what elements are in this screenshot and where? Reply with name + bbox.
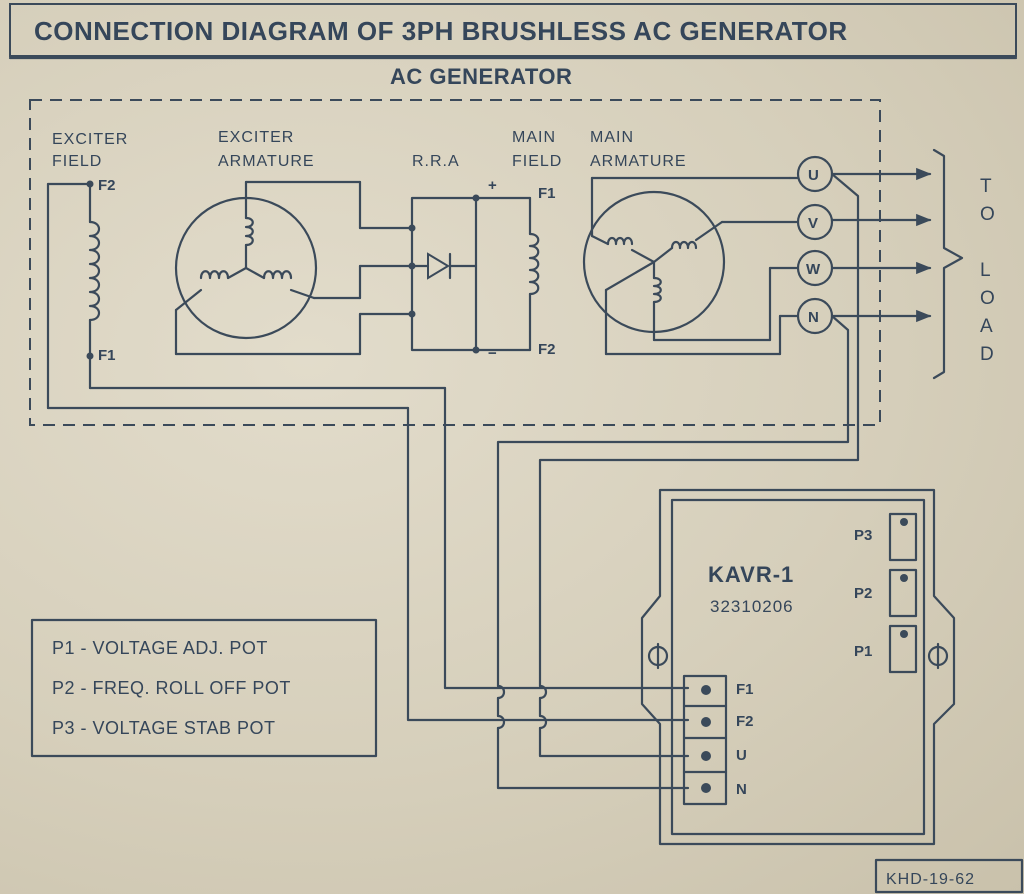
exciter-field-label-2: FIELD	[52, 153, 102, 170]
exciter-field-label: EXCITER	[52, 131, 128, 148]
exciter-armature	[174, 180, 414, 356]
main-field-label: MAIN	[512, 129, 556, 146]
pot-p2	[888, 568, 918, 618]
avr-input-n: N	[736, 781, 747, 798]
page-title: CONNECTION DIAGRAM OF 3PH BRUSHLESS AC G…	[34, 16, 848, 46]
avr-wiring	[406, 172, 860, 790]
exciter-f2-terminal: F2	[98, 177, 116, 194]
diode-icon	[427, 252, 450, 280]
terminal-v	[796, 203, 834, 241]
title-frame	[9, 3, 1017, 57]
svg-text:L: L	[980, 260, 993, 281]
pot-p1	[888, 624, 918, 674]
pot-p3	[888, 512, 918, 562]
load-brace	[932, 148, 964, 380]
pot-p3-label: P3	[854, 527, 872, 544]
svg-text:O: O	[980, 204, 997, 225]
svg-text:A: A	[980, 316, 995, 337]
legend-item-p2: P2 - FREQ. ROLL OFF POT	[52, 678, 291, 698]
ac-generator-label: AC GENERATOR	[390, 64, 572, 89]
exciter-field-coil	[46, 180, 447, 410]
pot-p1-label: P1	[854, 643, 872, 660]
plus-sign: +	[488, 177, 497, 194]
phase-n-label: N	[808, 309, 819, 326]
legend-item-p3: P3 - VOLTAGE STAB POT	[52, 718, 276, 738]
legend-item-p1: P1 - VOLTAGE ADJ. POT	[52, 638, 268, 658]
to-load-label: T O L O A D	[980, 176, 997, 365]
exciter-f1-terminal: F1	[98, 347, 116, 364]
drawing-code: KHD-19-62	[886, 871, 975, 888]
main-f1-terminal: F1	[538, 185, 556, 202]
main-field-coil	[474, 196, 540, 352]
main-armature	[582, 176, 800, 356]
svg-text:O: O	[980, 288, 997, 309]
avr-name: KAVR-1	[708, 562, 794, 587]
avr-input-f1: F1	[736, 681, 754, 698]
avr-input-f2: F2	[736, 713, 754, 730]
legend-box	[30, 618, 378, 758]
svg-text:T: T	[980, 176, 994, 197]
main-armature-label-2: ARMATURE	[590, 153, 687, 170]
main-armature-label: MAIN	[590, 129, 634, 146]
phase-u-label: U	[808, 167, 819, 184]
avr-module	[640, 488, 956, 846]
avr-input-u: U	[736, 747, 747, 764]
exciter-armature-label: EXCITER	[218, 129, 294, 146]
phase-terminals	[788, 155, 834, 335]
avr-serial: 32310206	[710, 597, 794, 616]
rra-bridge	[408, 194, 480, 354]
svg-text:D: D	[980, 344, 996, 365]
pot-p2-label: P2	[854, 585, 872, 602]
generator-boundary	[29, 99, 881, 426]
load-arrows	[830, 148, 964, 380]
exciter-armature-label-2: ARMATURE	[218, 153, 315, 170]
rra-label: R.R.A	[412, 153, 460, 170]
phase-v-label: V	[808, 215, 818, 232]
minus-sign: −	[488, 345, 497, 362]
main-f2-terminal: F2	[538, 341, 556, 358]
drawing-code-box	[874, 858, 1024, 894]
main-field-label-2: FIELD	[512, 153, 562, 170]
phase-w-label: W	[806, 261, 821, 278]
